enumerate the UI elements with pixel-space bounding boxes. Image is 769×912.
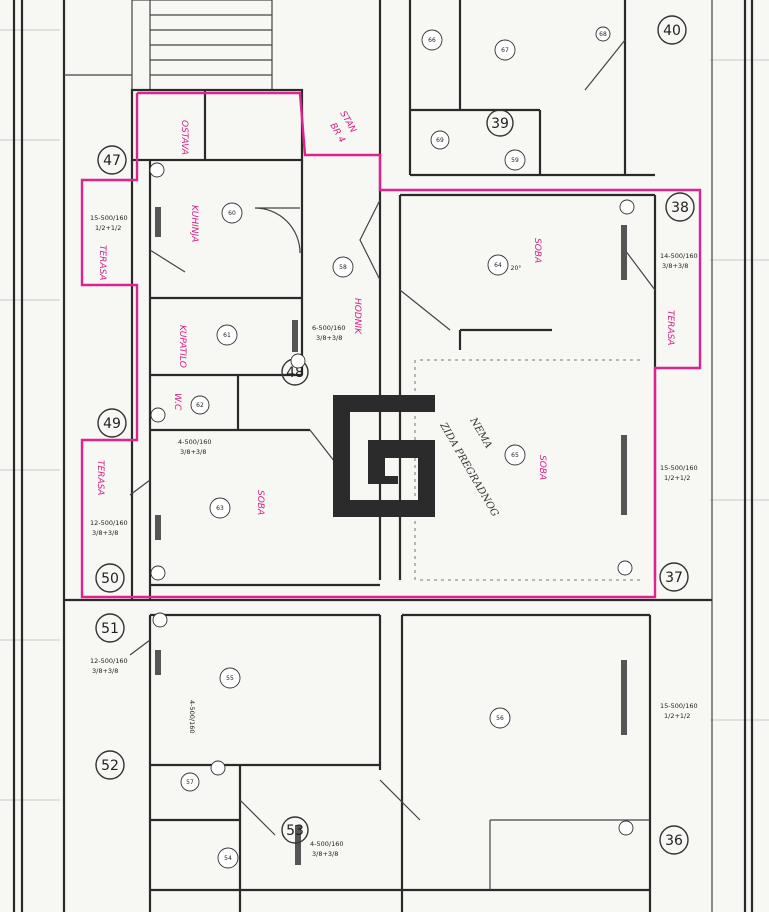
svg-text:55: 55 — [226, 675, 234, 682]
unit-number-48: 48 — [286, 365, 304, 381]
note-nema: NEMA — [467, 415, 494, 450]
g-logo-icon — [333, 395, 435, 517]
svg-text:4-500/160: 4-500/160 — [188, 700, 196, 733]
staircase — [64, 0, 273, 91]
unit-number-53: 53 — [286, 823, 304, 839]
svg-text:65: 65 — [511, 452, 519, 459]
label-wc: W.C — [172, 393, 182, 411]
svg-text:3/8+3/8: 3/8+3/8 — [662, 262, 688, 270]
handwritten-notes: NEMA ZIDA PREGRADNOG 20° — [437, 265, 521, 519]
label-hodnik: HODNIK — [352, 298, 362, 335]
label-ostava: OSTAVA — [179, 120, 189, 155]
window-specs: 15-500/160 1/2+1/2 14-500/160 3/8+3/8 6-… — [90, 214, 698, 858]
svg-text:3/8+3/8: 3/8+3/8 — [316, 334, 342, 342]
svg-text:62: 62 — [196, 402, 204, 409]
unit-number-36: 36 — [665, 833, 683, 849]
svg-text:68: 68 — [599, 31, 607, 38]
svg-text:15-500/160: 15-500/160 — [90, 214, 128, 222]
svg-text:14-500/160: 14-500/160 — [660, 252, 698, 260]
svg-text:69: 69 — [436, 137, 444, 144]
label-soba-3: SOBA — [255, 490, 265, 515]
unit-number-49: 49 — [103, 416, 121, 432]
svg-text:12-500/160: 12-500/160 — [90, 519, 128, 527]
svg-text:4-500/160: 4-500/160 — [178, 438, 211, 446]
floor-code: 20° — [511, 265, 522, 272]
svg-text:66: 66 — [428, 37, 436, 44]
door-swings — [129, 39, 656, 836]
svg-text:59: 59 — [511, 157, 519, 164]
svg-text:3/8+3/8: 3/8+3/8 — [180, 448, 206, 456]
svg-text:54: 54 — [224, 855, 232, 862]
svg-text:60: 60 — [228, 210, 236, 217]
svg-text:12-500/160: 12-500/160 — [90, 657, 128, 665]
label-kuhinja: KUHINJA — [189, 205, 199, 242]
unit-number-51: 51 — [101, 621, 119, 637]
apartment-outline — [80, 91, 702, 599]
svg-text:64: 64 — [494, 262, 502, 269]
unit-number-52: 52 — [101, 758, 119, 774]
unit-number-50: 50 — [101, 571, 119, 587]
label-terasa-1: TERASA — [97, 245, 107, 280]
svg-text:67: 67 — [501, 47, 509, 54]
svg-text:15-500/160: 15-500/160 — [660, 464, 698, 472]
room-markers: 66 67 68 69 59 58 60 64 61 62 63 65 55 5… — [149, 26, 635, 869]
svg-text:57: 57 — [186, 779, 194, 786]
label-soba-1: SOBA — [532, 238, 542, 263]
svg-text:3/8+3/8: 3/8+3/8 — [92, 529, 118, 537]
svg-text:1/2+1/2: 1/2+1/2 — [664, 712, 690, 720]
unit-number-38: 38 — [671, 200, 689, 216]
unit-number-47: 47 — [103, 153, 121, 169]
unit-number-40: 40 — [663, 23, 681, 39]
label-terasa-3: TERASA — [95, 460, 105, 495]
svg-text:1/2+1/2: 1/2+1/2 — [95, 224, 121, 232]
svg-text:3/8+3/8: 3/8+3/8 — [312, 850, 338, 858]
svg-text:6-500/160: 6-500/160 — [312, 324, 345, 332]
svg-text:3/8+3/8: 3/8+3/8 — [92, 667, 118, 675]
unit-number-37: 37 — [665, 570, 683, 586]
label-terasa-2: TERASA — [665, 310, 675, 345]
svg-text:4-500/160: 4-500/160 — [310, 840, 343, 848]
label-soba-2: SOBA — [537, 455, 547, 480]
room-names: OSTAVA KUHINJA TERASA HODNIK KUPATILO W.… — [95, 110, 675, 516]
svg-text:58: 58 — [339, 264, 347, 271]
outer-walls — [12, 0, 754, 912]
unit-numbers: 40 39 38 47 48 49 50 51 52 53 37 36 — [95, 15, 695, 855]
note-zida: ZIDA PREGRADNOG — [437, 420, 500, 519]
svg-text:61: 61 — [223, 332, 231, 339]
unit-number-39: 39 — [491, 116, 509, 132]
window-bars — [155, 207, 627, 865]
svg-text:1/2+1/2: 1/2+1/2 — [664, 474, 690, 482]
svg-text:56: 56 — [496, 715, 504, 722]
svg-text:63: 63 — [216, 505, 224, 512]
exterior-hatch — [0, 29, 769, 801]
label-kupatilo: KUPATILO — [177, 325, 187, 368]
svg-text:15-500/160: 15-500/160 — [660, 702, 698, 710]
